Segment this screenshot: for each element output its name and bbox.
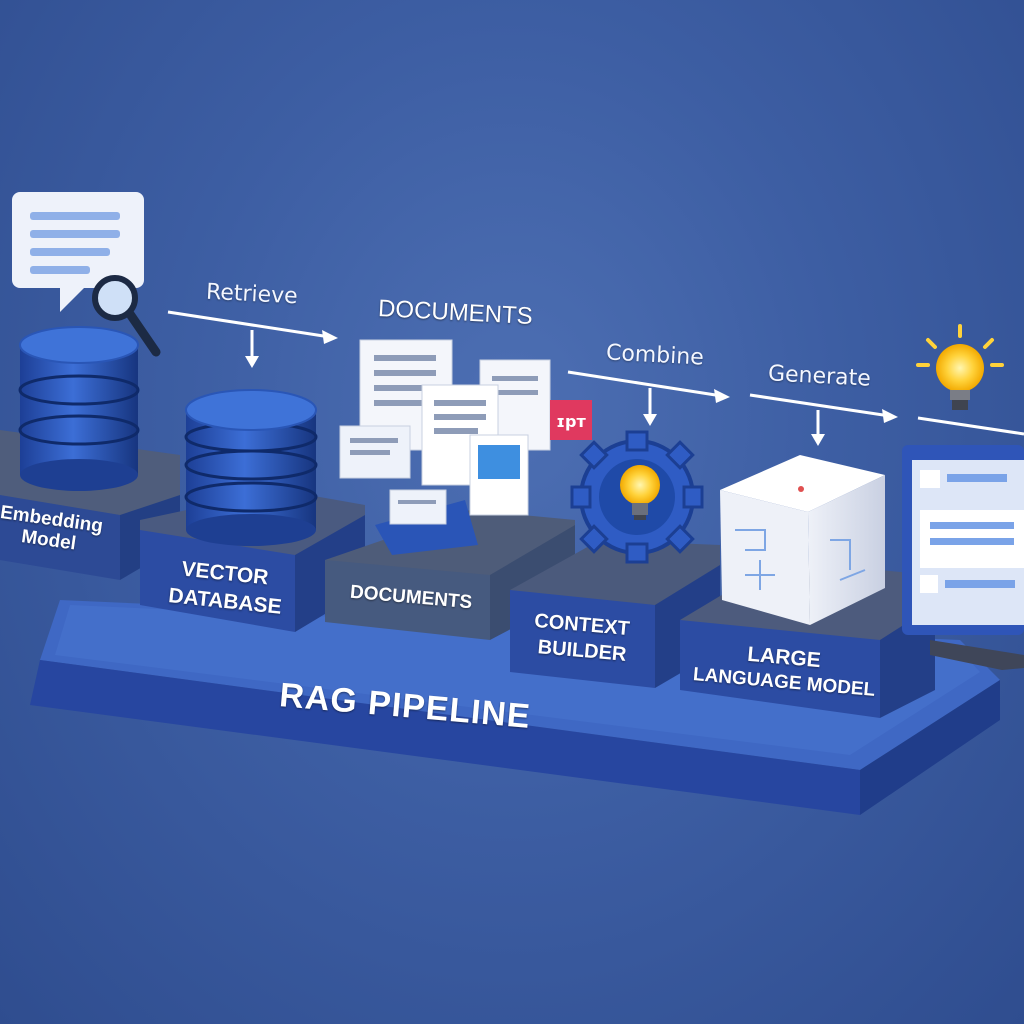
flow-arrow-output [917, 416, 1024, 436]
combine-label: Combine [605, 340, 705, 371]
magnifier-icon [92, 275, 161, 357]
retrieve-label: Retrieve [205, 279, 299, 310]
document-tag-label: ɪpᴛ [556, 412, 586, 431]
llm-cube-icon [720, 455, 885, 625]
vector-database-icon [184, 389, 318, 546]
answer-lightbulb-icon [916, 324, 1004, 410]
flow-arrow-retrieve [167, 310, 338, 368]
documents-stack-icon: ɪpᴛ [339, 339, 592, 555]
answer-screen-icon [902, 445, 1024, 670]
flow-arrow-combine [567, 370, 730, 426]
lightbulb-icon [620, 465, 660, 520]
generate-label: Generate [767, 361, 872, 392]
embedding-database-icon [18, 326, 140, 491]
query-chat-bubble-icon [12, 192, 144, 312]
flow-arrow-generate [749, 393, 898, 446]
